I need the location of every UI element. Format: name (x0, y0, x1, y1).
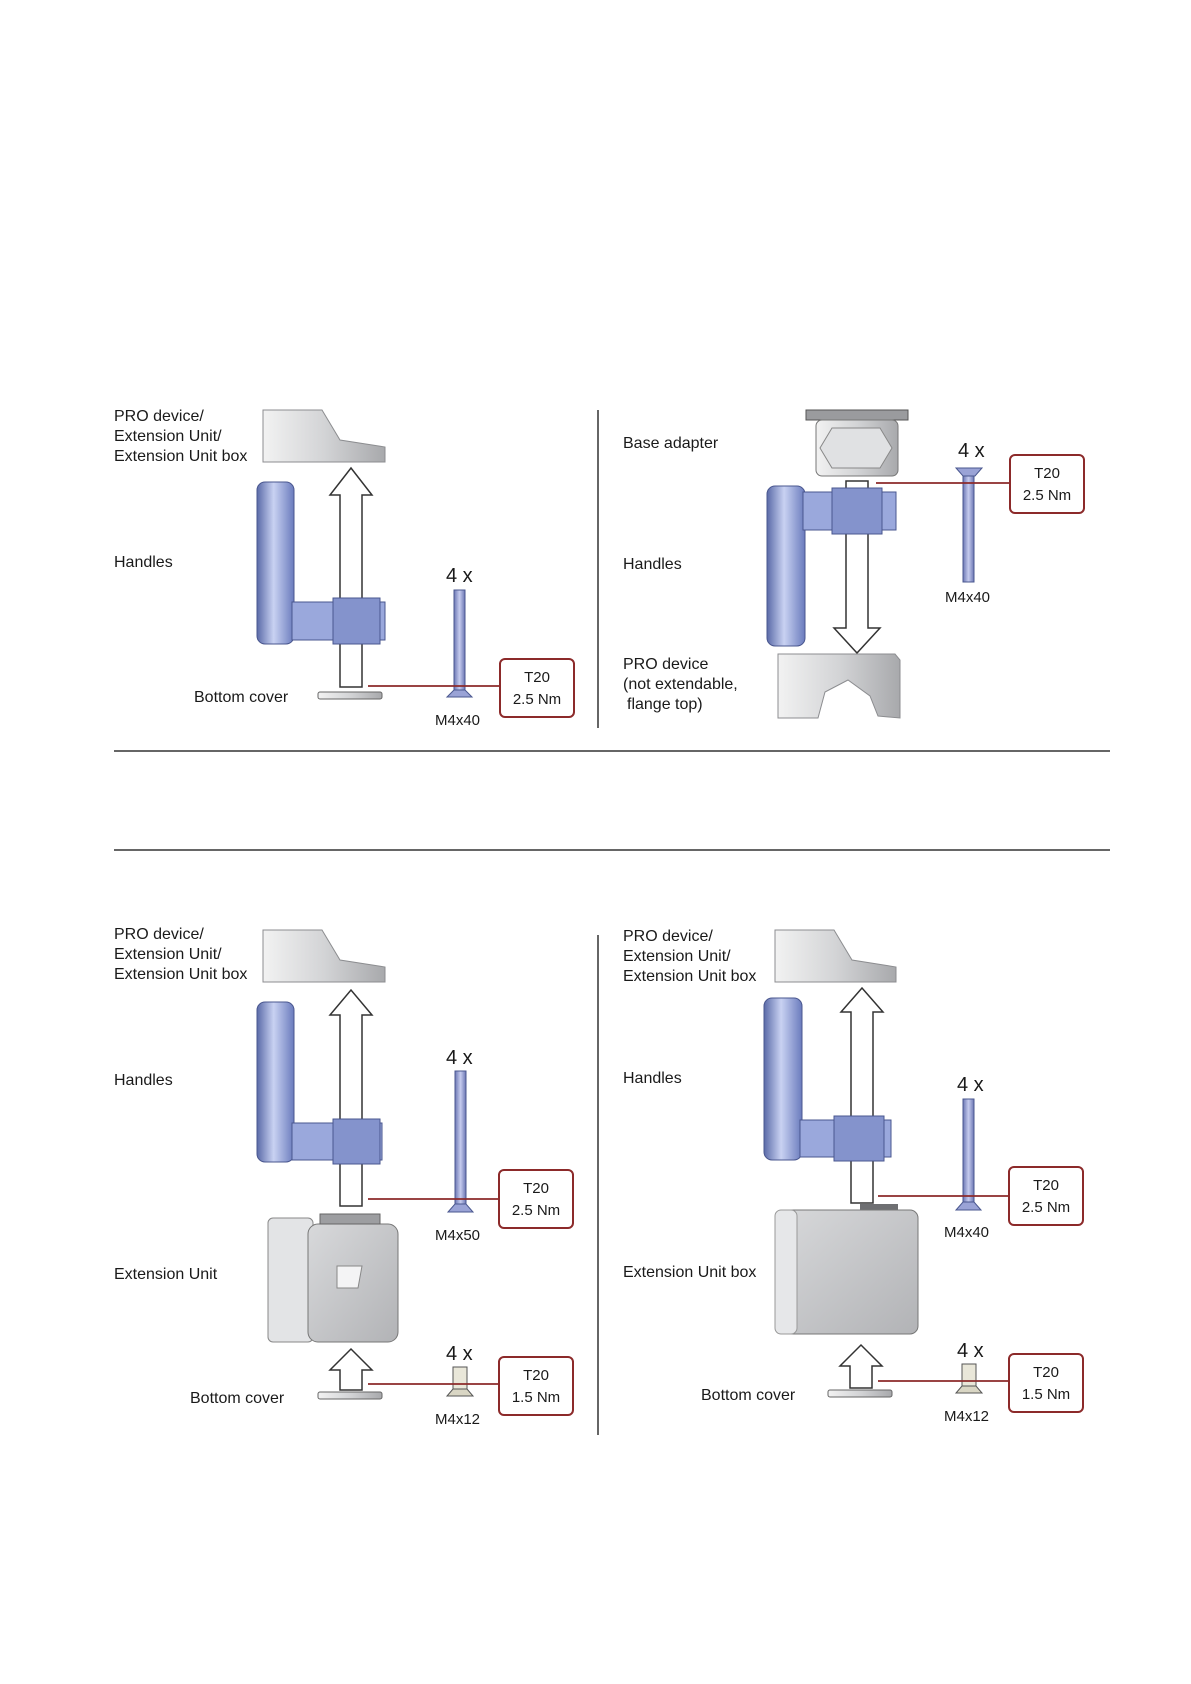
torque-box (1009, 454, 1085, 514)
screw-size: M4x40 (944, 1224, 989, 1241)
torque-bit: T20 (524, 669, 550, 686)
screw-size: M4x12 (944, 1408, 989, 1425)
screw-size: M4x40 (945, 589, 990, 606)
device-housing (262, 929, 386, 983)
screw-count: 4 x (957, 1340, 984, 1362)
torque-bit: T20 (1033, 1364, 1059, 1381)
torque-box (498, 1169, 574, 1229)
screw-count: 4 x (446, 565, 473, 587)
screw-count: 4 x (958, 440, 985, 462)
up-arrow-icon (838, 1343, 884, 1389)
panel-handles-extension-box: PRO device/ Extension Unit/ Extension Un… (623, 928, 1084, 1425)
handle-bar (256, 481, 295, 645)
device-label-line3: Extension Unit box (114, 448, 247, 465)
device-label-line1: PRO device (623, 656, 708, 673)
screw-count: 4 x (446, 1343, 473, 1365)
extension-unit-label: Extension Unit (114, 1266, 218, 1283)
torque-bit: T20 (1033, 1177, 1059, 1194)
long-screw-icon (445, 589, 474, 698)
torque-value: 1.5 Nm (512, 1389, 560, 1406)
bottom-cover-label: Bottom cover (701, 1387, 796, 1404)
torque-box (1008, 1353, 1084, 1413)
extension-unit-box (774, 1204, 919, 1335)
torque-bit: T20 (523, 1180, 549, 1197)
panel-handles-base-adapter: Base adapter Handles PRO device (not ext… (623, 409, 1085, 719)
bottom-cover-label: Bottom cover (190, 1390, 285, 1407)
handle-mount-block (332, 1118, 381, 1165)
device-label-line1: PRO device/ (114, 926, 204, 943)
up-arrow-icon (839, 986, 885, 1204)
device-label-line3: Extension Unit box (114, 966, 247, 983)
device-label-line1: PRO device/ (623, 928, 713, 945)
torque-value: 1.5 Nm (1022, 1386, 1070, 1403)
handles-label: Handles (623, 556, 682, 573)
long-screw-icon (954, 1098, 983, 1211)
panel-handles-standard: PRO device/ Extension Unit/ Extension Un… (114, 408, 575, 729)
device-housing (777, 653, 901, 719)
bottom-cover-label: Bottom cover (194, 689, 289, 706)
base-adapter-label: Base adapter (623, 435, 719, 452)
handle-bar (766, 485, 806, 647)
torque-bit: T20 (523, 1367, 549, 1384)
screw-size: M4x12 (435, 1411, 480, 1428)
device-housing (262, 409, 386, 463)
device-label-line2: Extension Unit/ (623, 948, 731, 965)
torque-box (499, 658, 575, 718)
long-screw-icon (446, 1070, 475, 1213)
base-adapter (805, 409, 909, 477)
short-screw-icon (954, 1363, 984, 1394)
up-arrow-icon (328, 1347, 374, 1391)
handles-label: Handles (623, 1070, 682, 1087)
device-housing (774, 929, 897, 983)
handle-mount-block (833, 1115, 885, 1162)
torque-value: 2.5 Nm (1022, 1199, 1070, 1216)
torque-value: 2.5 Nm (513, 691, 561, 708)
panel-handles-extension-unit: PRO device/ Extension Unit/ Extension Un… (114, 926, 574, 1428)
handle-mount-block (831, 487, 883, 535)
short-screw-icon (445, 1366, 475, 1397)
device-label-line2: (not extendable, (623, 676, 738, 693)
bottom-cover (317, 1391, 383, 1400)
handle-bar (763, 997, 803, 1161)
screw-size: M4x50 (435, 1227, 480, 1244)
screw-size: M4x40 (435, 712, 480, 729)
torque-bit: T20 (1034, 465, 1060, 482)
up-arrow-icon (328, 466, 374, 688)
extension-unit (267, 1213, 399, 1343)
torque-box (498, 1356, 574, 1416)
screw-count: 4 x (957, 1074, 984, 1096)
handles-label: Handles (114, 554, 173, 571)
torque-box (1008, 1166, 1084, 1226)
device-label-line1: PRO device/ (114, 408, 204, 425)
device-label-line2: Extension Unit/ (114, 428, 222, 445)
handle-mount-block (332, 597, 381, 645)
extension-box-label: Extension Unit box (623, 1264, 756, 1281)
screw-count: 4 x (446, 1047, 473, 1069)
device-label-line3: Extension Unit box (623, 968, 756, 985)
torque-value: 2.5 Nm (512, 1202, 560, 1219)
long-screw-icon (954, 467, 984, 583)
up-arrow-icon (328, 988, 374, 1207)
device-label-line3: flange top) (627, 696, 703, 713)
device-label-line2: Extension Unit/ (114, 946, 222, 963)
torque-value: 2.5 Nm (1023, 487, 1071, 504)
bottom-cover (317, 691, 383, 700)
handles-label: Handles (114, 1072, 173, 1089)
handle-bar (256, 1001, 295, 1163)
bottom-cover (827, 1389, 893, 1398)
